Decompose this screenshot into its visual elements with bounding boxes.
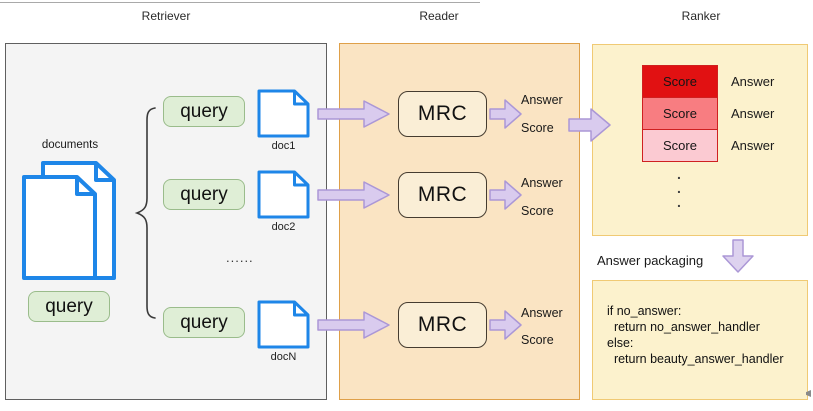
reader-section-label: Reader <box>419 9 459 23</box>
ranker-ellipsis-dot: . <box>677 166 681 182</box>
answer-output-label-1: Answer <box>521 93 563 107</box>
score-cell-rank1: Score <box>642 65 718 98</box>
score-cell-label: Score <box>663 74 697 89</box>
mrc-label: MRC <box>417 183 468 206</box>
ranker-ellipsis-dot: . <box>677 180 681 196</box>
doc1-icon <box>257 89 310 138</box>
docN-icon <box>257 300 310 349</box>
code-line-1: if no_answer: <box>607 304 682 318</box>
arrow-ranker-to-packaging <box>722 239 754 273</box>
code-line-3: else: <box>607 336 634 350</box>
doc1-label: doc1 <box>271 140 296 152</box>
code-line-2: return no_answer_handler <box>607 320 760 334</box>
query-box-main: query <box>28 291 110 322</box>
query-box-row3: query <box>163 307 245 338</box>
answer-output-label-3: Answer <box>521 306 563 320</box>
query-label: query <box>180 100 228 122</box>
score-output-label-2: Score <box>521 204 554 218</box>
fanout-brace <box>134 107 156 319</box>
mrc-box-1: MRC <box>398 91 487 137</box>
answer-output-label-2: Answer <box>521 176 563 190</box>
doc2-icon <box>257 170 310 219</box>
ranked-answer-3: Answer <box>731 138 775 153</box>
score-cell-rank2: Score <box>642 97 718 130</box>
top-divider-line <box>0 2 480 3</box>
documents-label: documents <box>41 139 99 151</box>
ranker-section-label: Ranker <box>681 9 721 23</box>
arrow-docN-to-mrc3 <box>317 311 390 339</box>
answer-packaging-code-panel <box>592 280 808 400</box>
answer-packaging-label: Answer packaging <box>597 253 704 268</box>
ranked-answer-2: Answer <box>731 106 775 121</box>
docN-label: docN <box>270 351 297 363</box>
arrow-mrc1-output <box>489 99 522 129</box>
score-cell-label: Score <box>663 138 697 153</box>
query-label: query <box>180 311 228 333</box>
documents-stack-icon <box>22 161 116 280</box>
score-output-label-3: Score <box>521 333 554 347</box>
arrow-doc1-to-mrc1 <box>317 100 390 128</box>
mrc-box-3: MRC <box>398 302 487 348</box>
ranked-answer-1: Answer <box>731 74 775 89</box>
query-box-row1: query <box>163 96 245 127</box>
mrc-label: MRC <box>417 313 468 336</box>
query-box-row2: query <box>163 179 245 210</box>
arrow-mrc2-output <box>489 180 522 210</box>
score-output-label-1: Score <box>521 121 554 135</box>
edge-artifact <box>806 390 811 397</box>
doc2-label: doc2 <box>271 221 296 233</box>
arrow-doc2-to-mrc2 <box>317 181 390 209</box>
mrc-label: MRC <box>417 102 468 125</box>
arrow-reader-to-ranker <box>568 108 611 142</box>
arrow-mrc3-output <box>489 310 522 340</box>
more-docs-ellipsis: ...... <box>226 250 254 265</box>
code-line-4: return beauty_answer_handler <box>607 352 784 366</box>
query-label: query <box>180 183 228 205</box>
score-cell-rank3: Score <box>642 129 718 162</box>
ranker-ellipsis-dot: . <box>677 194 681 210</box>
retriever-section-label: Retriever <box>141 9 191 23</box>
score-cell-label: Score <box>663 106 697 121</box>
mrc-box-2: MRC <box>398 172 487 218</box>
query-label: query <box>45 295 93 317</box>
